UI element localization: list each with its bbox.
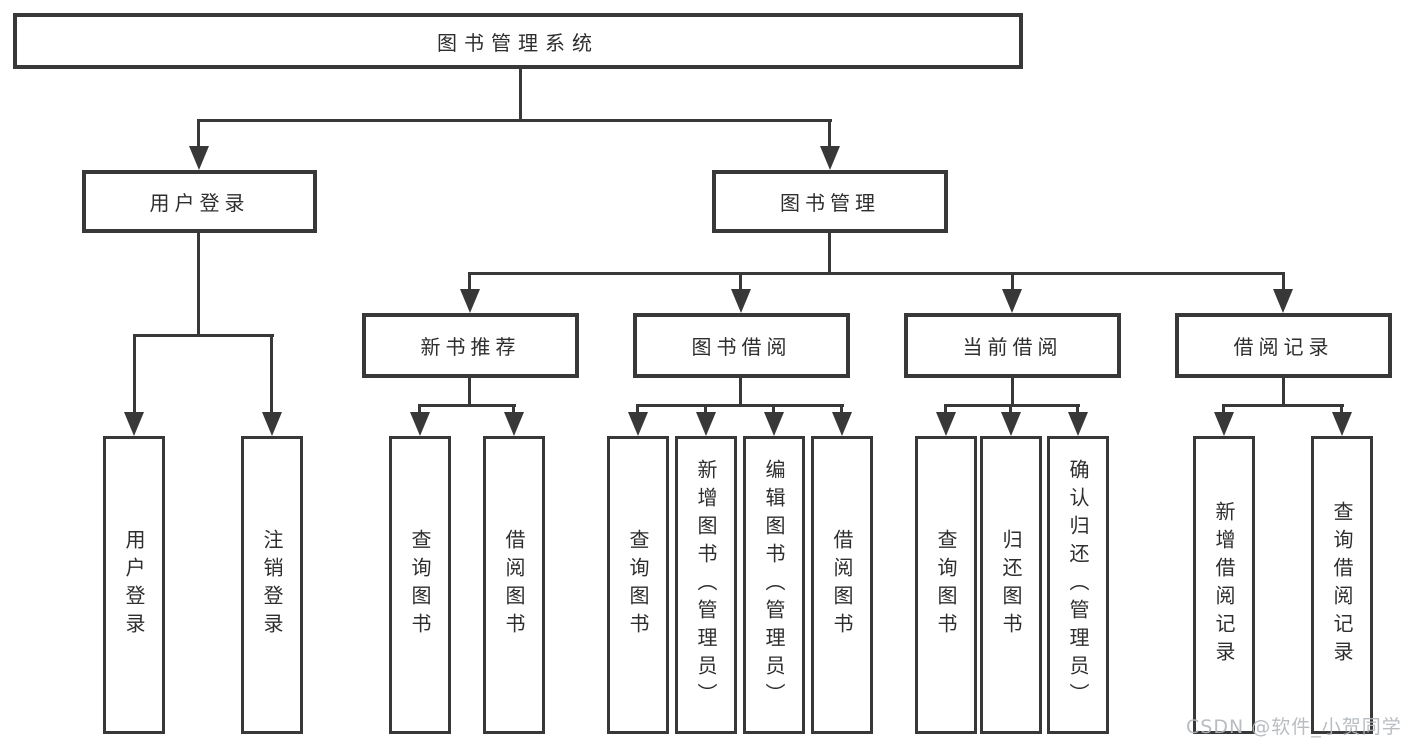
arrow-down-icon — [1332, 412, 1352, 436]
node-new-book: 新书推荐 — [362, 313, 579, 378]
arrow-down-icon — [731, 289, 751, 313]
leaf-query-books: 查询图书 — [389, 436, 451, 734]
arrow-down-icon — [936, 412, 956, 436]
connector-book-borrow-branch — [636, 404, 844, 407]
leaf-edit-books-admin: 编辑图书（管理员） — [743, 436, 805, 734]
connector-current-borrow-stem — [1011, 378, 1014, 407]
arrow-down-icon — [832, 412, 852, 436]
connector-root-branch — [197, 119, 832, 122]
leaf-label: 编辑图书（管理员） — [762, 459, 786, 711]
leaf-label: 借阅图书 — [502, 529, 526, 641]
leaf-label: 查询借阅记录 — [1330, 501, 1354, 669]
leaf-label: 借阅图书 — [830, 529, 854, 641]
connector-user-login-branch — [133, 334, 274, 337]
node-borrow-record: 借阅记录 — [1175, 313, 1392, 378]
leaf-query-books: 查询图书 — [915, 436, 977, 734]
leaf-confirm-return-admin: 确认归还（管理员） — [1047, 436, 1109, 734]
connector-user-login-stem — [197, 233, 200, 337]
connector-to-leaf — [636, 404, 639, 414]
arrow-down-icon — [1001, 412, 1021, 436]
arrow-down-icon — [764, 412, 784, 436]
leaf-label: 确认归还（管理员） — [1066, 459, 1090, 711]
connector-to-borrow-record — [1282, 272, 1285, 291]
leaf-label: 新增图书（管理员） — [694, 459, 718, 711]
arrow-down-icon — [189, 146, 209, 170]
node-book-mgmt-label: 图书管理 — [780, 191, 880, 215]
arrow-down-icon — [1214, 412, 1234, 436]
csdn-watermark: CSDN @软件_小贺同学 — [1186, 716, 1402, 738]
leaf-label: 查询图书 — [408, 529, 432, 641]
connector-to-leaf — [772, 404, 775, 414]
connector-new-book-branch — [418, 404, 516, 407]
leaf-add-books-admin: 新增图书（管理员） — [675, 436, 737, 734]
node-new-book-label: 新书推荐 — [420, 335, 521, 359]
leaf-query-books: 查询图书 — [607, 436, 669, 734]
node-root: 图书管理系统 — [13, 13, 1023, 69]
leaf-label: 查询图书 — [626, 529, 650, 641]
leaf-label: 新增借阅记录 — [1212, 501, 1236, 669]
connector-to-new-book — [468, 272, 471, 291]
arrow-down-icon — [696, 412, 716, 436]
connector-to-leaf — [840, 404, 843, 414]
connector-to-leaf — [1076, 404, 1079, 414]
arrow-down-icon — [124, 412, 144, 436]
node-root-label: 图书管理系统 — [437, 30, 599, 55]
connector-borrow-record-stem — [1282, 378, 1285, 407]
leaf-label: 注销登录 — [260, 529, 284, 641]
arrow-down-icon — [1068, 412, 1088, 436]
arrow-down-icon — [628, 412, 648, 436]
arrow-down-icon — [504, 412, 524, 436]
connector-to-book-borrow — [739, 272, 742, 291]
leaf-query-borrow-record: 查询借阅记录 — [1311, 436, 1373, 734]
leaf-borrow-books: 借阅图书 — [811, 436, 873, 734]
node-book-borrow-label: 图书借阅 — [691, 335, 792, 359]
node-current-borrow-label: 当前借阅 — [962, 335, 1063, 359]
arrow-down-icon — [410, 412, 430, 436]
leaf-return-books: 归还图书 — [980, 436, 1042, 734]
connector-to-leaf — [133, 334, 136, 414]
connector-to-leaf — [418, 404, 421, 414]
connector-to-leaf — [944, 404, 947, 414]
connector-to-leaf — [1340, 404, 1343, 414]
leaf-user-login: 用户登录 — [103, 436, 165, 734]
connector-to-leaf — [1222, 404, 1225, 414]
arrow-down-icon — [1273, 289, 1293, 313]
connector-to-leaf — [512, 404, 515, 414]
arrow-down-icon — [820, 146, 840, 170]
arrow-down-icon — [1002, 289, 1022, 313]
node-borrow-record-label: 借阅记录 — [1233, 335, 1334, 359]
leaf-logout: 注销登录 — [241, 436, 303, 734]
connector-to-leaf — [270, 334, 273, 414]
node-book-borrow: 图书借阅 — [633, 313, 850, 378]
connector-to-user-login — [197, 119, 200, 148]
connector-to-leaf — [1009, 404, 1012, 414]
connector-book-mgmt-stem — [828, 233, 831, 275]
connector-to-current-borrow — [1011, 272, 1014, 291]
leaf-label: 查询图书 — [934, 529, 958, 641]
connector-current-borrow-branch — [944, 404, 1080, 407]
leaf-borrow-books: 借阅图书 — [483, 436, 545, 734]
connector-new-book-stem — [468, 378, 471, 407]
node-book-mgmt: 图书管理 — [712, 170, 948, 233]
connector-book-mgmt-branch — [468, 272, 1285, 275]
node-user-login-label: 用户登录 — [149, 191, 250, 215]
node-current-borrow: 当前借阅 — [904, 313, 1121, 378]
leaf-add-borrow-record: 新增借阅记录 — [1193, 436, 1255, 734]
connector-root-stem — [519, 69, 522, 122]
arrow-down-icon — [460, 289, 480, 313]
arrow-down-icon — [262, 412, 282, 436]
connector-to-leaf — [704, 404, 707, 414]
leaf-label: 归还图书 — [999, 529, 1023, 641]
connector-to-book-mgmt — [828, 119, 831, 148]
connector-book-borrow-stem — [739, 378, 742, 407]
node-user-login: 用户登录 — [82, 170, 317, 233]
leaf-label: 用户登录 — [122, 529, 146, 641]
connector-borrow-record-branch — [1222, 404, 1344, 407]
